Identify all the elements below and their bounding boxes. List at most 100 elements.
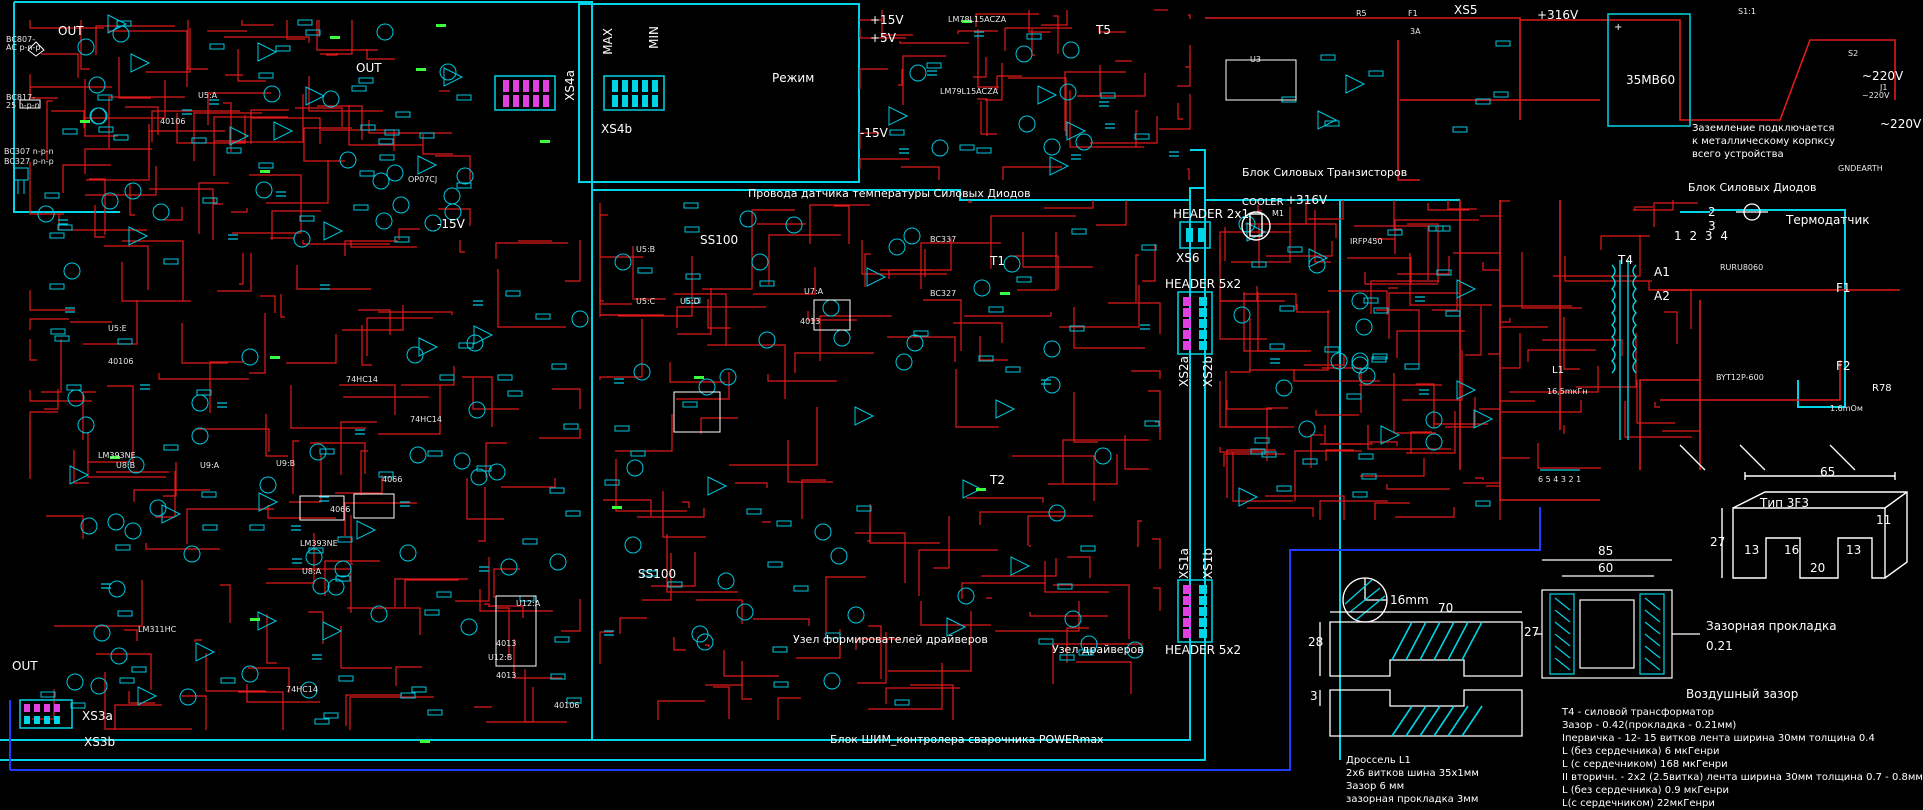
f2-label: F2	[1836, 359, 1851, 373]
u11-label: LM311HC	[138, 625, 177, 634]
wire-segment	[864, 253, 871, 287]
resistor-glyph	[642, 570, 658, 577]
plus316-label: +316V	[1537, 8, 1579, 22]
wire-segment	[599, 214, 608, 250]
wire-segment	[378, 385, 441, 435]
wire-segment	[96, 653, 152, 690]
ic-glyph	[813, 299, 851, 331]
wire-segment	[801, 479, 826, 519]
connector-xs4b	[603, 75, 665, 111]
wire-segment	[1155, 421, 1161, 432]
wire-segment	[29, 162, 64, 215]
wire-segment	[462, 376, 493, 427]
wire-segment	[1664, 311, 1678, 344]
resistor-glyph	[630, 450, 646, 457]
wire-segment	[1153, 587, 1161, 611]
opamp-glyph	[866, 267, 887, 287]
resistor-glyph	[1361, 473, 1377, 480]
wire-segment	[632, 246, 666, 300]
wire-segment	[1402, 350, 1463, 401]
opamp-glyph	[1037, 85, 1058, 105]
u9b-label: U9:B	[276, 459, 296, 468]
resistor-glyph	[202, 524, 218, 531]
header-2x1-label: HEADER 2x1	[1173, 207, 1250, 221]
wire-segment	[340, 421, 377, 475]
resistor-glyph	[1428, 225, 1444, 232]
wire-segment	[146, 28, 191, 73]
wire-segment	[438, 208, 471, 226]
wire-segment	[94, 205, 105, 238]
transistor-glyph	[372, 172, 390, 190]
wire-segment	[741, 661, 752, 700]
wire-segment	[702, 236, 753, 290]
resistor-glyph	[776, 520, 792, 527]
wire-segment	[86, 124, 150, 181]
wire-segment	[565, 240, 581, 282]
cooler-label: COOLER	[1242, 197, 1284, 208]
resistor-glyph	[360, 124, 376, 131]
irfp-label: IRFP450	[1350, 237, 1383, 246]
resistor-glyph	[258, 162, 274, 169]
resistor-glyph	[1057, 583, 1073, 590]
opamp-glyph	[1380, 425, 1401, 445]
thermo-label: Термодатчик	[1786, 213, 1870, 227]
resistor-glyph	[98, 126, 114, 133]
wire-segment	[46, 100, 53, 160]
transistor-glyph	[309, 443, 327, 461]
wire-segment	[995, 601, 1080, 632]
transistor-glyph	[1425, 411, 1443, 429]
wire-segment	[251, 117, 321, 144]
wire-segment	[225, 74, 243, 76]
transistor-glyph	[77, 38, 95, 56]
wire-segment	[888, 269, 932, 279]
bridge-rectifier: +	[1607, 13, 1691, 127]
supply-flag	[270, 356, 280, 359]
dim-27: 27	[1710, 535, 1726, 549]
wire-segment	[723, 650, 779, 677]
ic4013c-label: 4013	[496, 671, 517, 680]
wire-segment	[1266, 241, 1333, 257]
transistor-glyph	[1425, 433, 1443, 451]
wire-segment	[996, 75, 1022, 90]
resistor-glyph	[201, 491, 217, 498]
wire-segment	[561, 599, 581, 632]
opamp-glyph	[323, 221, 344, 241]
diode-pins-label: 1 2 3 4	[1674, 229, 1730, 243]
opamp-glyph	[854, 406, 875, 426]
transistor-glyph	[339, 151, 357, 169]
resistor-glyph	[119, 677, 135, 684]
resistor-glyph	[358, 77, 374, 84]
resistor-glyph	[299, 215, 315, 222]
min-label: MIN	[647, 26, 661, 49]
resistor-glyph	[976, 147, 992, 154]
transistor-glyph	[814, 523, 832, 541]
transistor-glyph	[327, 578, 345, 596]
lm79-label: LM79L15ACZA	[940, 87, 999, 96]
resistor-glyph	[97, 94, 113, 101]
wire-segment	[493, 568, 520, 598]
grounding-note: Заземление подключается к металлическому…	[1692, 122, 1835, 161]
gnd-label: GNDEARTH	[1838, 164, 1883, 173]
wire-segment	[1064, 71, 1126, 131]
wire-segment	[1367, 425, 1451, 450]
wire-segment	[151, 110, 240, 142]
wire-segment	[1328, 290, 1388, 315]
wire-segment	[250, 109, 289, 144]
opamp-glyph	[946, 617, 967, 637]
connector-xs4a	[494, 75, 556, 111]
wire-segment	[164, 207, 183, 221]
transistor-glyph	[470, 468, 488, 486]
resistor-glyph	[913, 330, 929, 337]
transistor-glyph	[1048, 504, 1066, 522]
wire-segment	[1376, 309, 1420, 366]
wire-segment	[1564, 256, 1652, 282]
resistor-glyph	[1071, 228, 1087, 235]
transistor-glyph	[1080, 635, 1098, 653]
opamp-glyph	[161, 504, 182, 524]
resistor-glyph	[351, 85, 367, 92]
wire-segment	[347, 607, 421, 635]
power-wiring	[1205, 17, 1900, 501]
fuse-label: F1	[1408, 9, 1418, 18]
wire-segment	[303, 127, 352, 144]
transistor-glyph	[614, 253, 632, 271]
